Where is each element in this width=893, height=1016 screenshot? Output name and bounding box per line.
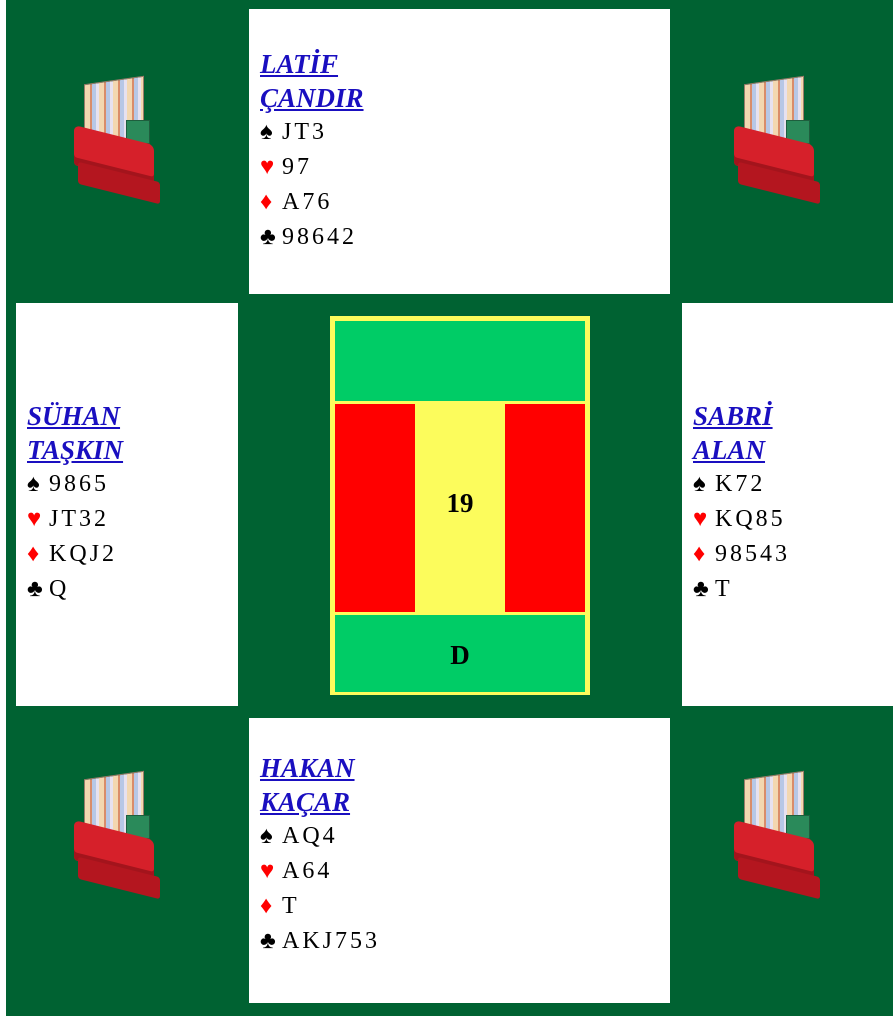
south-name-line2: KAÇAR <box>260 787 350 817</box>
bidding-box-icon <box>74 775 164 905</box>
diamond-icon: ♦ <box>693 537 715 572</box>
west-diamonds: ♦KQJ2 <box>27 537 123 572</box>
east-name-line2: ALAN <box>693 435 765 465</box>
north-spades: ♠JT3 <box>260 115 364 150</box>
north-vulnerability-zone <box>335 321 585 401</box>
north-hearts: ♥97 <box>260 150 364 185</box>
east-name-line1: SABRİ <box>693 401 773 431</box>
south-name-line1: HAKAN <box>260 753 355 783</box>
north-clubs: ♣98642 <box>260 220 364 255</box>
north-diamonds: ♦A76 <box>260 185 364 220</box>
diamond-icon: ♦ <box>260 185 282 220</box>
east-hand: SABRİ ALAN ♠K72 ♥KQ85 ♦98543 ♣T <box>682 303 893 706</box>
spade-icon: ♠ <box>260 819 282 854</box>
spade-icon: ♠ <box>260 115 282 150</box>
heart-icon: ♥ <box>260 150 282 185</box>
bidding-box-icon <box>734 775 824 905</box>
west-hearts: ♥JT32 <box>27 502 123 537</box>
club-icon: ♣ <box>27 572 49 607</box>
south-diamonds: ♦T <box>260 889 380 924</box>
east-diamonds: ♦98543 <box>693 537 790 572</box>
north-name-line1: LATİF <box>260 49 338 79</box>
bidding-box-icon <box>74 80 164 210</box>
club-icon: ♣ <box>260 924 282 959</box>
west-vulnerability-zone <box>335 404 415 612</box>
club-icon: ♣ <box>693 572 715 607</box>
west-name-line2: TAŞKIN <box>27 435 123 465</box>
heart-icon: ♥ <box>693 502 715 537</box>
dealer-indicator: D <box>335 640 585 671</box>
east-hearts: ♥KQ85 <box>693 502 790 537</box>
south-player-name[interactable]: HAKAN KAÇAR <box>260 751 380 819</box>
west-name-line1: SÜHAN <box>27 401 120 431</box>
club-icon: ♣ <box>260 220 282 255</box>
east-clubs: ♣T <box>693 572 790 607</box>
west-clubs: ♣Q <box>27 572 123 607</box>
west-hand: SÜHAN TAŞKIN ♠9865 ♥JT32 ♦KQJ2 ♣Q <box>16 303 238 706</box>
north-player-name[interactable]: LATİF ÇANDIR <box>260 47 364 115</box>
east-spades: ♠K72 <box>693 467 790 502</box>
south-hearts: ♥A64 <box>260 854 380 889</box>
north-name-line2: ÇANDIR <box>260 83 364 113</box>
north-hand: LATİF ÇANDIR ♠JT3 ♥97 ♦A76 ♣98642 <box>249 9 670 294</box>
east-vulnerability-zone <box>505 404 585 612</box>
diamond-icon: ♦ <box>260 889 282 924</box>
east-player-name[interactable]: SABRİ ALAN <box>693 399 790 467</box>
south-spades: ♠AQ4 <box>260 819 380 854</box>
south-hand: HAKAN KAÇAR ♠AQ4 ♥A64 ♦T ♣AKJ753 <box>249 718 670 1003</box>
spade-icon: ♠ <box>693 467 715 502</box>
west-player-name[interactable]: SÜHAN TAŞKIN <box>27 399 123 467</box>
board-indicator: 19 D <box>330 316 590 695</box>
board-number: 19 <box>415 488 505 519</box>
heart-icon: ♥ <box>260 854 282 889</box>
heart-icon: ♥ <box>27 502 49 537</box>
spade-icon: ♠ <box>27 467 49 502</box>
bidding-box-icon <box>734 80 824 210</box>
west-spades: ♠9865 <box>27 467 123 502</box>
diamond-icon: ♦ <box>27 537 49 572</box>
south-clubs: ♣AKJ753 <box>260 924 380 959</box>
